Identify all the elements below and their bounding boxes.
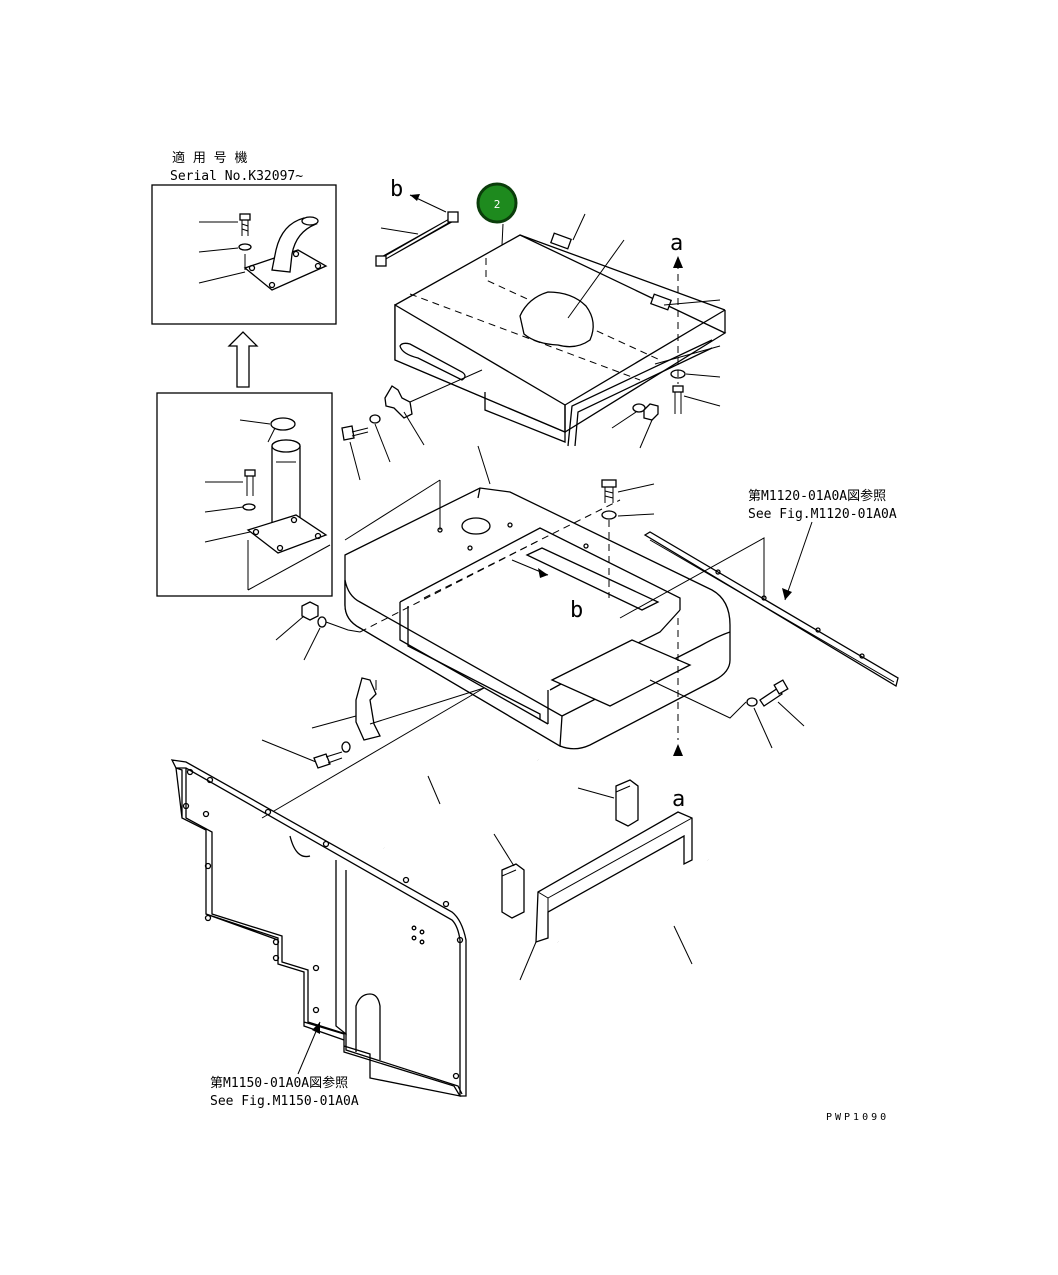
drawing-code: PWP1090: [826, 1112, 889, 1123]
left-side-panel: [170, 759, 467, 1097]
view-marker-a-top: a: [670, 231, 683, 256]
engine-hood-cover: [394, 213, 727, 447]
lower-latch: [311, 677, 485, 741]
serial-note-en: Serial No.K32097~: [170, 169, 303, 184]
view-marker-a-bottom: a: [672, 787, 685, 812]
view-marker-b-top: b: [390, 177, 403, 202]
seal-rear: [557, 858, 735, 965]
callout-number: 2: [494, 198, 501, 211]
lower-bolt: [261, 687, 485, 819]
arrow-up-icon: [227, 331, 259, 388]
view-marker-b-mid: b: [570, 598, 583, 623]
cover-bolt-right: [601, 479, 655, 598]
inset-detail-upper: [151, 184, 337, 325]
ref-note-m1120-jp: 第M1120-01A0A図参照: [748, 488, 886, 504]
side-rail-right: [619, 521, 899, 688]
callout-badge[interactable]: 2: [476, 182, 518, 224]
main-frame-cover: [344, 445, 731, 750]
ref-note-m1120-en: See Fig.M1120-01A0A: [748, 507, 897, 522]
rear-bracket: [519, 811, 693, 981]
serial-note-jp: 適 用 号 機: [172, 150, 247, 166]
inset-detail-lower: [156, 392, 333, 597]
seal-loop-center: [346, 735, 539, 850]
gas-strut: [375, 194, 459, 267]
ref-note-m1150-en: See Fig.M1150-01A0A: [210, 1094, 359, 1109]
ref-note-m1150-jp: 第M1150-01A0A図参照: [210, 1075, 348, 1091]
hood-hardware-right: [611, 369, 721, 449]
rubber-pad-upper: [577, 779, 639, 827]
cover-bolt-lower-right: [649, 679, 805, 749]
cover-nuts-left: [275, 601, 361, 661]
rubber-pad-lower: [493, 833, 525, 919]
hood-latch: [341, 369, 483, 481]
